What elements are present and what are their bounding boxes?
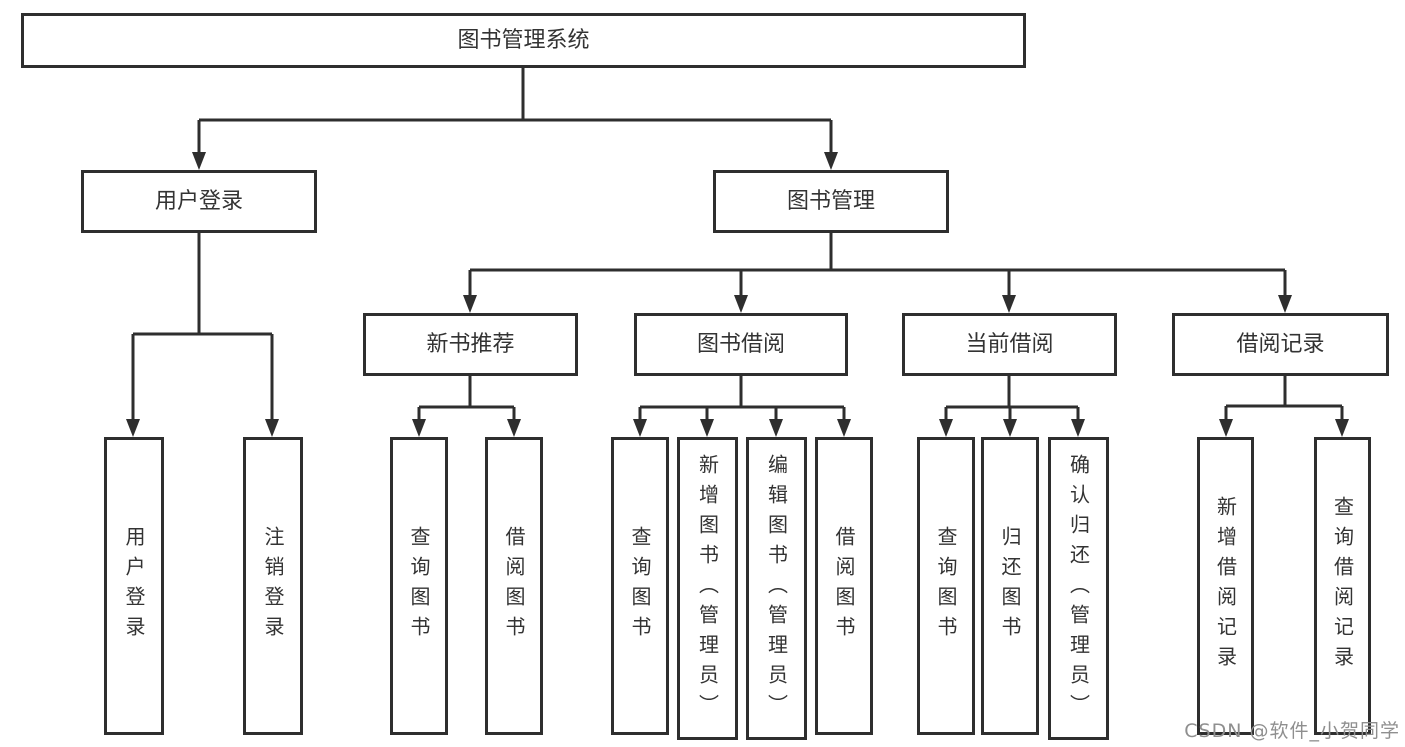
- leaf-query-borrow-record: 查询借阅记录: [1314, 437, 1371, 735]
- leaf-logout: 注销登录: [243, 437, 303, 735]
- leaf-query-books-current: 查询图书: [917, 437, 975, 735]
- leaf-add-borrow-record: 新增借阅记录: [1197, 437, 1254, 735]
- leaf-user-login: 用户登录: [104, 437, 164, 735]
- node-new-book-recommendation: 新书推荐: [363, 313, 578, 376]
- leaf-query-books-borrow: 查询图书: [611, 437, 669, 735]
- node-borrowing-records: 借阅记录: [1172, 313, 1389, 376]
- node-current-borrowing: 当前借阅: [902, 313, 1117, 376]
- watermark: CSDN @软件_小贺同学: [1184, 720, 1400, 742]
- leaf-confirm-return-admin: 确认归还（管理员）: [1048, 437, 1109, 740]
- leaf-borrow-books-recommend: 借阅图书: [485, 437, 543, 735]
- leaf-borrow-books: 借阅图书: [815, 437, 873, 735]
- node-book-borrowing: 图书借阅: [634, 313, 848, 376]
- leaf-add-book-admin: 新增图书（管理员）: [677, 437, 738, 740]
- node-book-management: 图书管理: [713, 170, 949, 233]
- leaf-return-book: 归还图书: [981, 437, 1039, 735]
- leaf-query-books-recommend: 查询图书: [390, 437, 448, 735]
- node-user-login: 用户登录: [81, 170, 317, 233]
- leaf-edit-book-admin: 编辑图书（管理员）: [746, 437, 807, 740]
- node-library-management-system: 图书管理系统: [21, 13, 1026, 68]
